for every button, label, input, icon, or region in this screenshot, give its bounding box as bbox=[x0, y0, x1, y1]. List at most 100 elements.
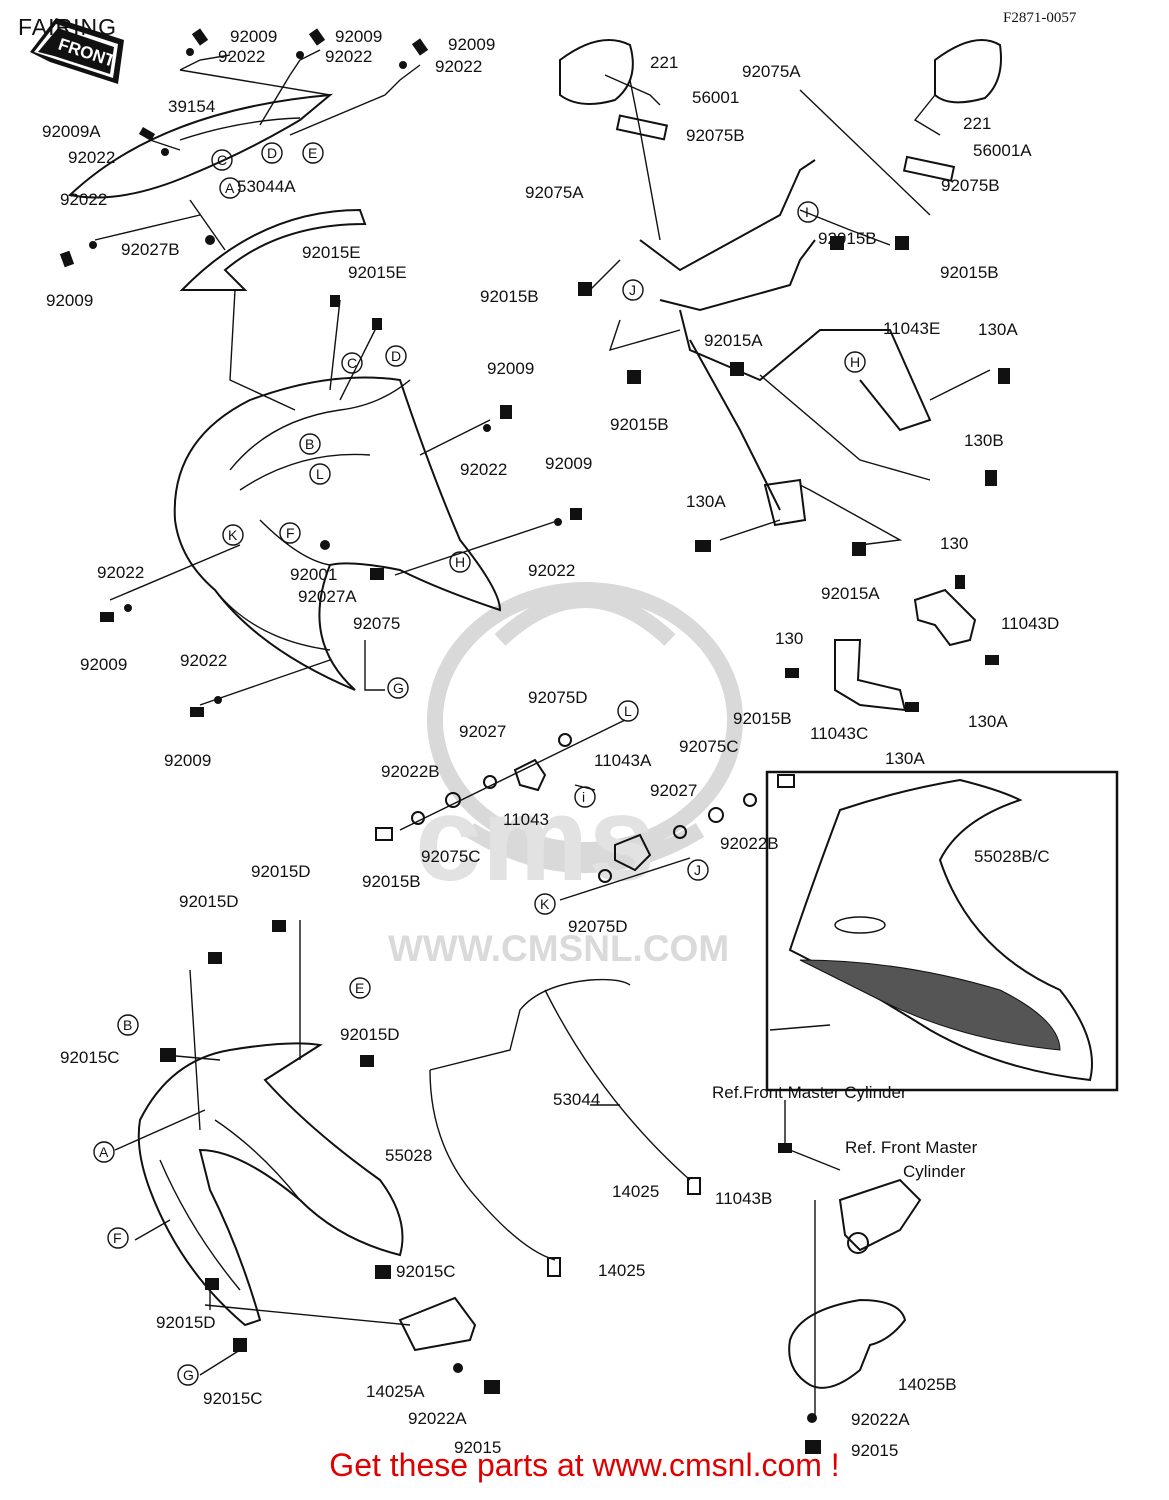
bracket-11043D bbox=[913, 588, 977, 647]
part-label: 92015B bbox=[818, 229, 877, 248]
fairing-stay-11043E bbox=[639, 159, 932, 527]
callout-L-1: L bbox=[316, 466, 324, 482]
part-label: 92027 bbox=[459, 722, 506, 741]
callout-C-2: C bbox=[347, 355, 357, 371]
part-label: 92015B bbox=[610, 415, 669, 434]
callout-i-2: i bbox=[582, 789, 585, 805]
callout-A-1: A bbox=[225, 180, 235, 196]
callout-J-2: J bbox=[694, 862, 701, 878]
part-label: 11043A bbox=[594, 751, 652, 770]
watermark-url: WWW.CMSNL.COM bbox=[388, 928, 730, 969]
part-label: 92015D bbox=[251, 862, 311, 881]
part-label: 92009 bbox=[80, 655, 127, 674]
part-label: 92027B bbox=[121, 240, 180, 259]
part-label: 14025B bbox=[898, 1375, 957, 1394]
leader-lines bbox=[94, 49, 991, 1420]
part-label: 92022B bbox=[381, 762, 440, 781]
callout-I-1: I bbox=[805, 204, 809, 220]
stay-53044A bbox=[179, 208, 367, 291]
callout-B-1: B bbox=[305, 436, 314, 452]
watermark-logo: cms bbox=[415, 582, 743, 906]
part-label: 92009 bbox=[545, 454, 592, 473]
part-label: 14025 bbox=[598, 1261, 645, 1280]
part-label: 130A bbox=[686, 492, 726, 511]
part-label: 92015D bbox=[340, 1025, 400, 1044]
part-label: 92015E bbox=[348, 263, 407, 282]
callout-D-1: D bbox=[267, 145, 277, 161]
part-label: 92075A bbox=[742, 62, 801, 81]
part-label: 92075D bbox=[528, 688, 588, 707]
callout-F-1: F bbox=[286, 525, 295, 541]
grommet-assembly-11043A bbox=[598, 774, 795, 883]
part-label: 92015E bbox=[302, 243, 361, 262]
part-label: 221 bbox=[963, 114, 991, 133]
part-label: Ref.Front Master Cylinder bbox=[712, 1083, 907, 1102]
part-label: 92015 bbox=[454, 1438, 501, 1457]
svg-text:cms: cms bbox=[415, 772, 655, 906]
callout-K-2: K bbox=[540, 896, 550, 912]
upper-fairing-shell bbox=[173, 376, 502, 691]
callout-G-2: G bbox=[183, 1367, 194, 1383]
part-label: 14025 bbox=[612, 1182, 659, 1201]
callout-H-2: H bbox=[850, 354, 860, 370]
part-label: 221 bbox=[650, 53, 678, 72]
front-direction-badge: FRONT bbox=[30, 18, 124, 84]
callout-B-2: B bbox=[123, 1017, 132, 1033]
part-label: 92009 bbox=[46, 291, 93, 310]
part-label: 92015D bbox=[179, 892, 239, 911]
inset-box-55028BC bbox=[765, 770, 1119, 1092]
callout-F-2: F bbox=[113, 1230, 122, 1246]
part-label: 14025A bbox=[366, 1382, 425, 1401]
callout-J-1: J bbox=[629, 282, 636, 298]
part-label: 92015A bbox=[704, 331, 763, 350]
part-label: 92075A bbox=[525, 183, 584, 202]
part-label: 11043 bbox=[503, 810, 549, 829]
part-label: 11043D bbox=[1001, 614, 1059, 633]
part-label: 92015B bbox=[480, 287, 539, 306]
callout-E-2: E bbox=[355, 980, 364, 996]
part-label: 92027 bbox=[650, 781, 697, 800]
callout-D-2: D bbox=[391, 348, 401, 364]
mirror-right bbox=[902, 39, 1002, 182]
callout-H-1: H bbox=[455, 554, 465, 570]
part-label: 92015B bbox=[733, 709, 792, 728]
part-label: 56001A bbox=[973, 141, 1032, 160]
part-label: 39154 bbox=[168, 97, 215, 116]
callout-letters: C D E A C D B L K F H G I J H L i J K E … bbox=[99, 145, 860, 1383]
part-label: 92009 bbox=[335, 27, 382, 46]
part-label: 92022 bbox=[97, 563, 144, 582]
part-label: 92022 bbox=[68, 148, 115, 167]
diagram-code: F2871-0057 bbox=[1003, 10, 1077, 26]
callout-G-1: G bbox=[393, 680, 404, 696]
part-label: 92015B bbox=[362, 872, 421, 891]
part-label: 92015B bbox=[940, 263, 999, 282]
part-label: 130A bbox=[978, 320, 1018, 339]
part-label: 92022 bbox=[460, 460, 507, 479]
part-label: 92022 bbox=[528, 561, 575, 580]
part-label: 130B bbox=[964, 431, 1004, 450]
part-label: 92009 bbox=[164, 751, 211, 770]
part-label: 11043B bbox=[715, 1189, 772, 1208]
part-label: 92001 bbox=[290, 565, 337, 584]
part-label: 92015 bbox=[851, 1441, 898, 1460]
part-label: 53044A bbox=[237, 177, 296, 196]
part-label: 92015A bbox=[821, 584, 880, 603]
part-label: 92022 bbox=[435, 57, 482, 76]
part-label: 53044 bbox=[553, 1090, 600, 1109]
part-label: 92022 bbox=[180, 651, 227, 670]
part-label: 92022A bbox=[408, 1409, 467, 1428]
callout-L-2: L bbox=[624, 703, 632, 719]
callout-circles bbox=[93, 142, 866, 1386]
part-label: 92009 bbox=[230, 27, 277, 46]
part-label: 92015C bbox=[203, 1389, 263, 1408]
fasteners bbox=[59, 28, 1010, 1454]
callout-K-1: K bbox=[228, 527, 238, 543]
call-to-action-text: Get these parts at www.cmsnl.com ! bbox=[329, 1447, 840, 1483]
plate-14025A bbox=[398, 1296, 477, 1352]
part-label: 56001 bbox=[692, 88, 739, 107]
part-label: 92027A bbox=[298, 587, 357, 606]
part-label: 92075B bbox=[686, 126, 745, 145]
cable-53044 bbox=[429, 978, 701, 1277]
part-label: 130A bbox=[885, 749, 925, 768]
